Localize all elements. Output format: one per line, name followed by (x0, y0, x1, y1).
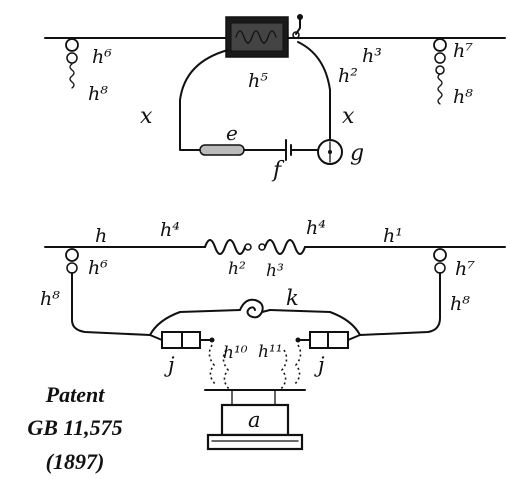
label-h10: h¹⁰ (223, 343, 248, 363)
instrument-a-base (206, 433, 304, 451)
patent-caption: Patent GB 11,575 (1897) (27, 382, 122, 474)
label-h7-bottom: h⁷ (455, 258, 475, 280)
label-h11: h¹¹ (258, 342, 283, 362)
label-x-right: x (342, 104, 355, 129)
label-h6-bottom: h⁶ (88, 257, 108, 279)
spring-right (437, 73, 443, 105)
spring-h11-outer (293, 344, 302, 386)
label-h7: h⁷ (453, 40, 473, 62)
coil-h4-right (264, 239, 306, 255)
caption-line-2: GB 11,575 (27, 415, 122, 440)
coil-h4-left (204, 239, 246, 255)
label-h3: h³ (362, 45, 382, 67)
spring-h10-outer (208, 344, 217, 386)
label-h1: h¹ (383, 225, 403, 247)
top-circuit: h⁶ h⁸ h⁵ h² h³ h⁷ h⁸ x x e f g (44, 14, 506, 183)
coil-end-left (244, 243, 252, 251)
label-h: h (95, 225, 107, 247)
label-j-left: j (164, 353, 175, 377)
spiral-k (239, 298, 264, 319)
wire-h8-right (269, 272, 441, 336)
bottom-insulator-right-lower (434, 262, 446, 274)
label-h8-left: h⁸ (88, 83, 108, 105)
switch-knob (297, 14, 303, 20)
insulator-left-lower (66, 52, 78, 64)
relay-j-right-wire (347, 334, 361, 341)
label-h4-right: h⁴ (306, 217, 326, 239)
label-g: g (350, 141, 364, 166)
caption-line-1: Patent (45, 382, 106, 407)
wire-h8-left (71, 272, 241, 336)
label-f: f (271, 158, 285, 183)
label-h8-right-bottom: h⁸ (450, 293, 470, 315)
bottom-insulator-right (433, 248, 447, 262)
bottom-circuit: h h⁴ h⁴ h¹ h⁶ h² h³ h⁷ h⁸ h⁸ k h¹⁰ h¹¹ j… (40, 217, 506, 451)
label-h6: h⁶ (92, 46, 112, 68)
label-a: a (248, 408, 261, 432)
bottom-insulator-left (65, 248, 79, 262)
insulator-right-bottom (435, 65, 445, 75)
label-h4-left: h⁴ (160, 219, 180, 241)
spring-h10-inner (222, 349, 231, 391)
relay-j-left-contact (209, 337, 215, 343)
caption-line-3: (1897) (46, 449, 105, 474)
insulator-right-lower (434, 52, 446, 64)
label-h8-right: h⁸ (453, 86, 473, 108)
label-e: e (226, 121, 238, 145)
switch-lever (295, 17, 301, 35)
bottom-insulator-left-lower (66, 262, 78, 274)
spring-left (69, 63, 75, 89)
label-h2-bottom: h² (228, 259, 246, 279)
armature-legs (231, 389, 276, 406)
spiral-k-lead (261, 309, 271, 313)
label-h8-left-bottom: h⁸ (40, 288, 60, 310)
label-h3-bottom: h³ (266, 261, 284, 281)
wire-x-right (297, 41, 331, 141)
wire-x-left (179, 49, 229, 151)
label-x-left: x (140, 104, 153, 129)
coherer-coil (235, 30, 277, 44)
resistance-e (199, 144, 245, 156)
insulator-right (433, 38, 447, 52)
label-h5: h⁵ (248, 70, 268, 92)
label-h2: h² (338, 65, 358, 87)
label-j-right: j (314, 353, 325, 377)
relay-j-right-contact (295, 337, 301, 343)
spring-h11-inner (279, 349, 288, 391)
label-k: k (286, 286, 299, 310)
insulator-left (65, 38, 79, 52)
coherer-box-inner (230, 22, 284, 52)
relay-j-left-wire (149, 334, 163, 341)
